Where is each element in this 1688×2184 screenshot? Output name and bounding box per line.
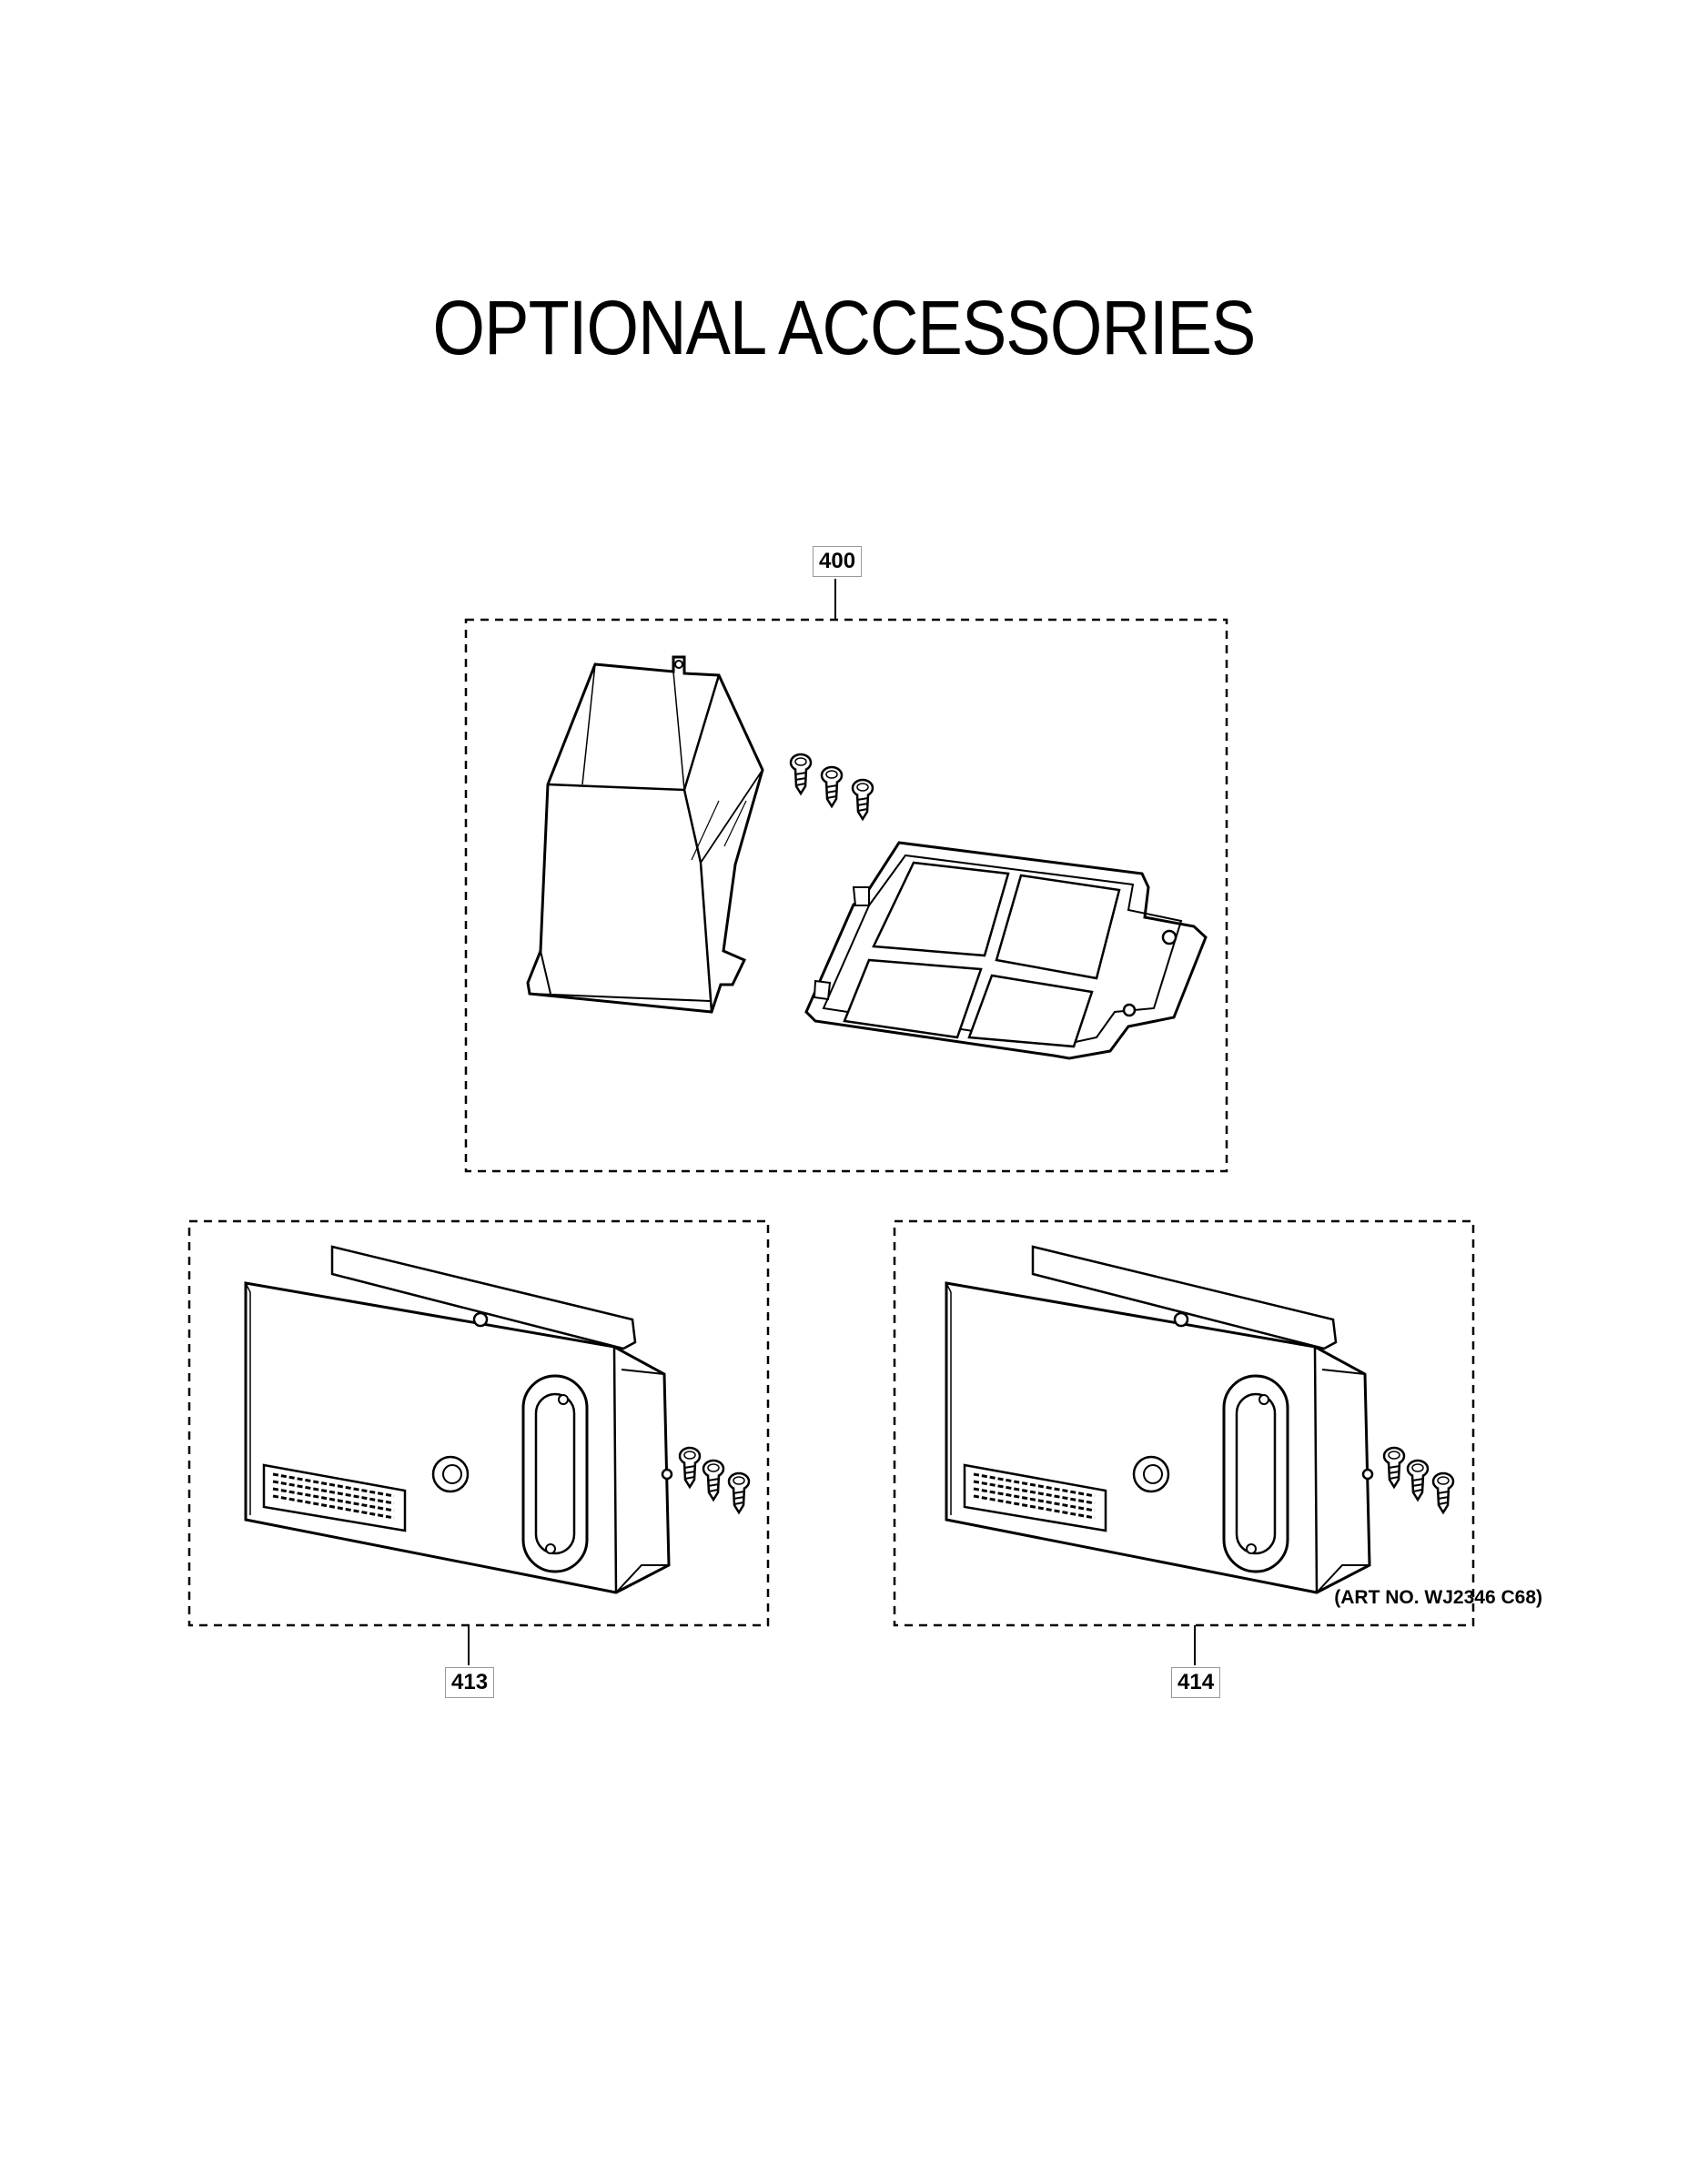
vent-box-icon [893,1219,1475,1665]
callout-400: 400 [813,546,863,577]
vent-box-icon [187,1219,770,1665]
callout-413: 413 [445,1667,495,1698]
callout-414: 414 [1171,1667,1221,1698]
duct-and-filter-kit-icon [464,579,1228,1173]
art-number: (ART NO. WJ2346 C68) [1334,1587,1542,1608]
page-title: OPTIONAL ACCESSORIES [432,285,1257,370]
